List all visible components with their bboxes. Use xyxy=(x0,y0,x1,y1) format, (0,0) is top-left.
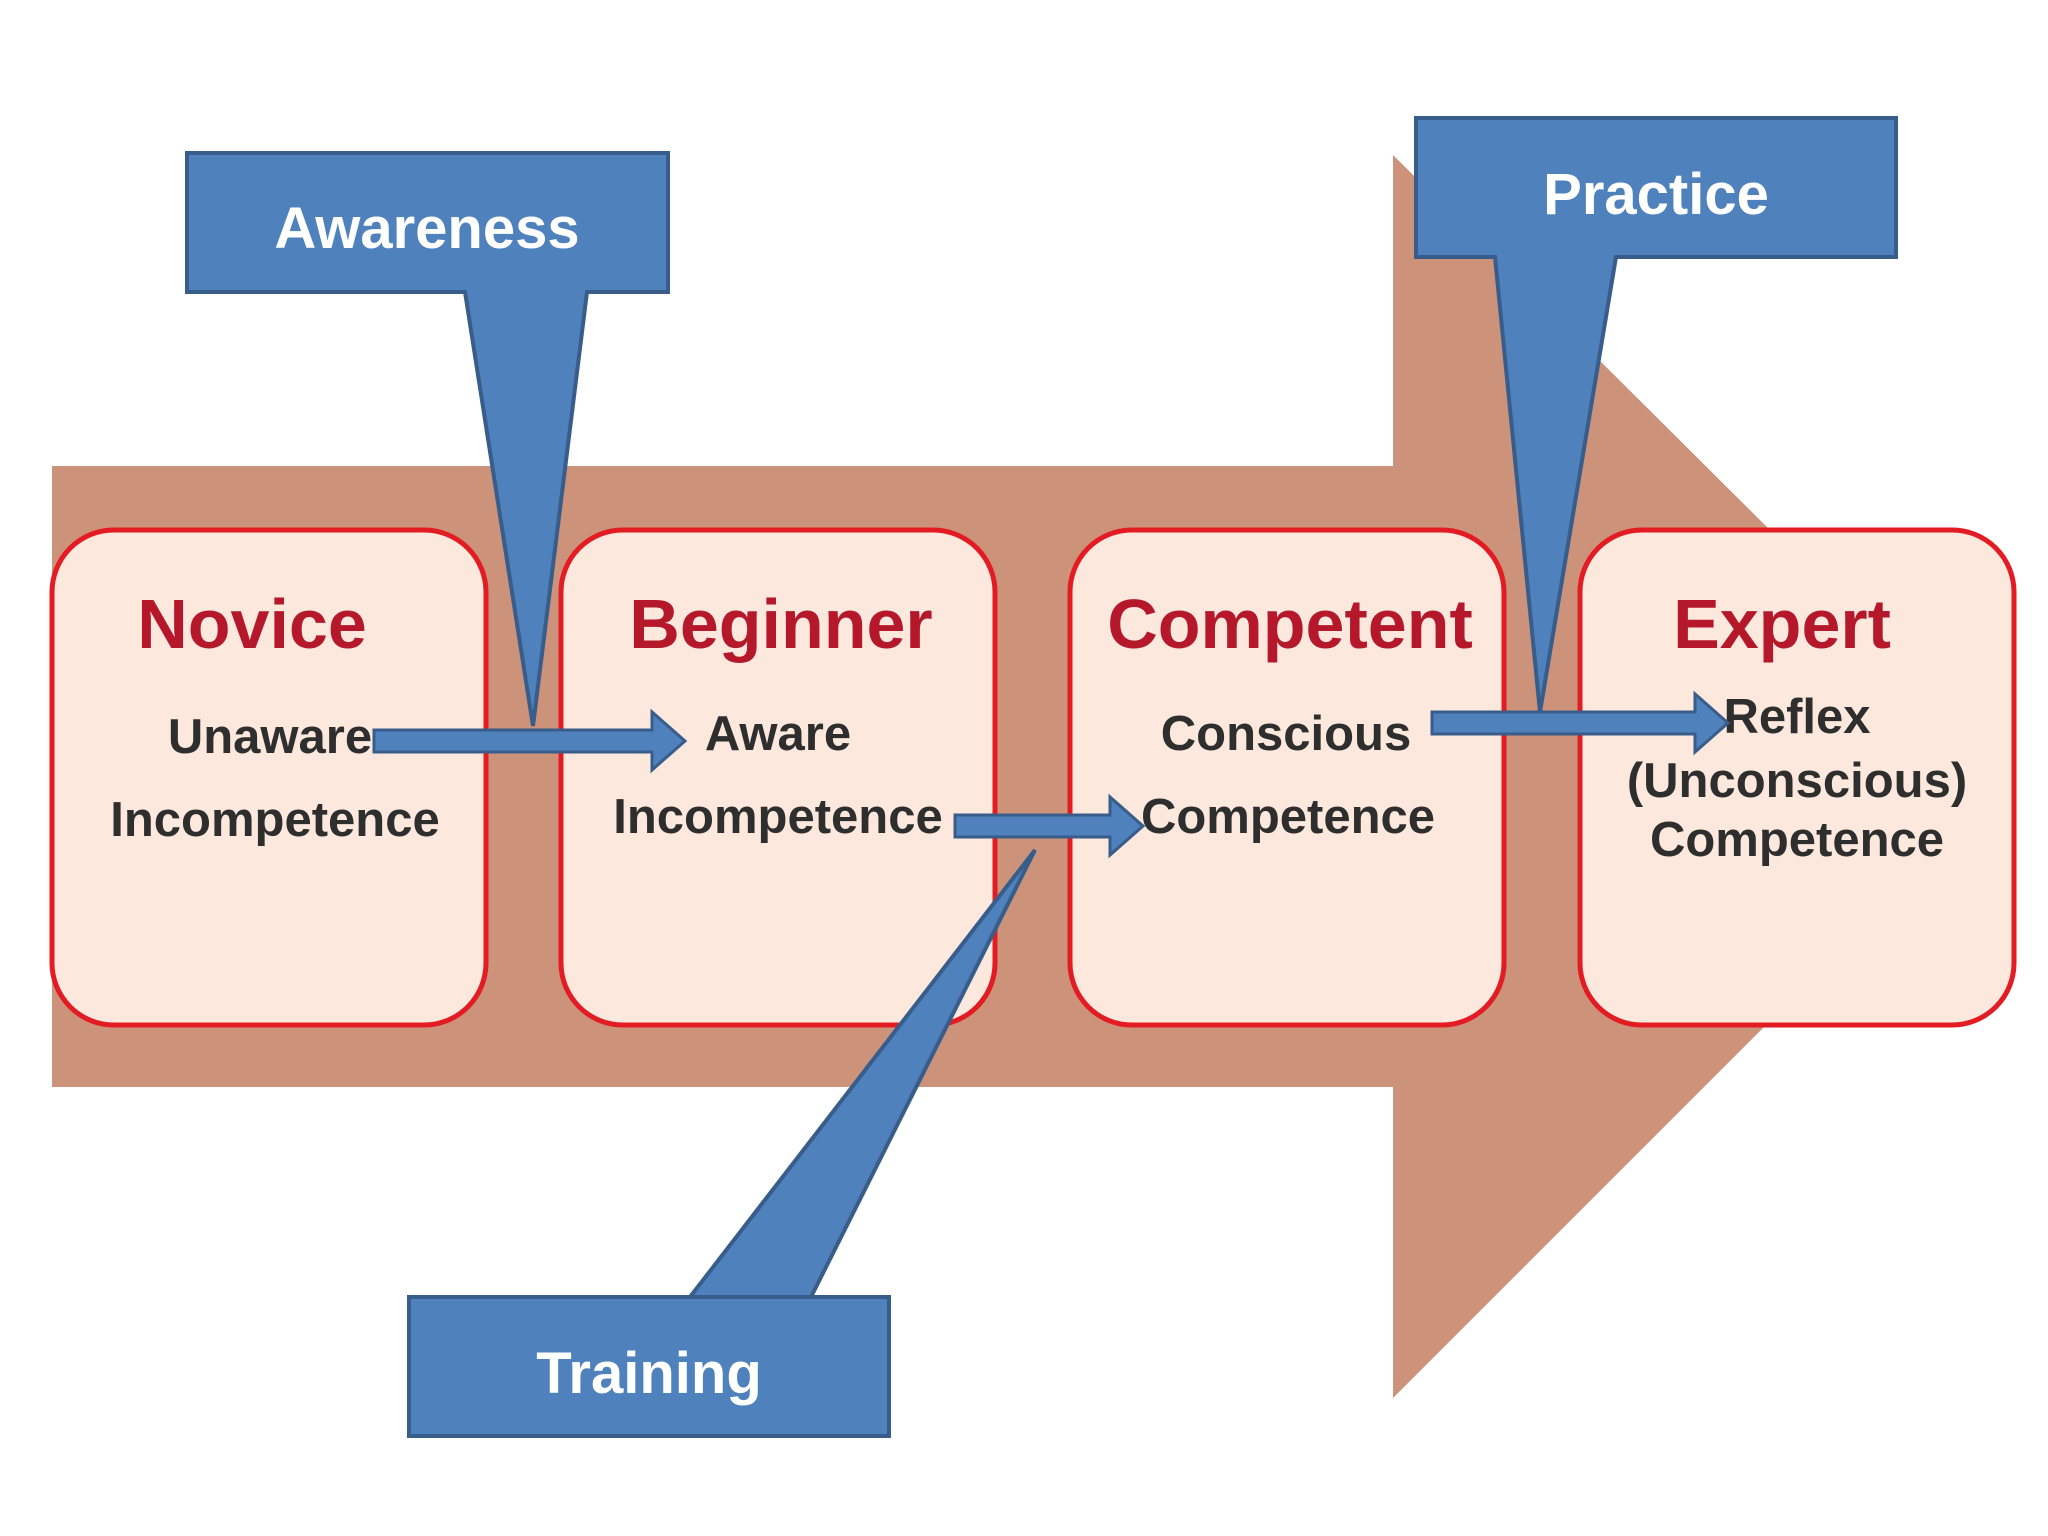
arrow-unaware-to-aware xyxy=(372,708,688,774)
expert-line-1: Reflex xyxy=(1723,690,1870,744)
novice-line-1: Unaware xyxy=(168,710,372,764)
expert-line-2: (Unconscious) xyxy=(1627,754,1967,808)
stage-title-expert: Expert xyxy=(1673,585,1891,663)
novice-line-2: Incompetence xyxy=(110,793,439,847)
stage-box-expert xyxy=(1577,527,2017,1028)
arrow-aware-to-conscious xyxy=(953,793,1146,859)
training-label: Training xyxy=(536,1341,762,1406)
competent-line-2: Competence xyxy=(1141,790,1435,844)
practice-callout xyxy=(1414,116,1898,713)
beginner-line-2: Incompetence xyxy=(613,790,942,844)
stage-title-beginner: Beginner xyxy=(629,585,932,663)
practice-label: Practice xyxy=(1543,162,1769,227)
stage-title-competent: Competent xyxy=(1107,585,1473,663)
training-callout xyxy=(407,848,1037,1438)
beginner-line-1: Aware xyxy=(705,707,851,761)
expert-line-3: Competence xyxy=(1650,813,1944,867)
stage-box-beginner xyxy=(558,527,998,1028)
awareness-label: Awareness xyxy=(274,196,579,261)
arrow-conscious-to-reflex xyxy=(1430,690,1731,756)
stage-box-competent xyxy=(1067,527,1507,1028)
competent-line-1: Conscious xyxy=(1161,707,1411,761)
stage-title-novice: Novice xyxy=(137,585,367,663)
stage-box-novice xyxy=(49,527,489,1028)
awareness-callout xyxy=(185,151,670,727)
